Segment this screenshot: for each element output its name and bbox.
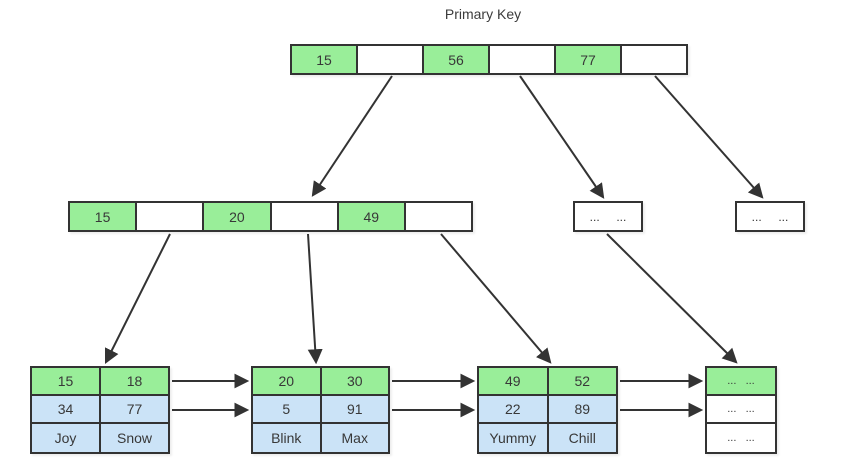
table-row: Joy Snow (32, 424, 168, 453)
arrow-root-to-ellipsis-left[interactable] (519, 75, 605, 199)
internal-key-cell[interactable]: 49 (338, 203, 406, 230)
table-row: 22 89 (479, 396, 616, 425)
root-pointer-cell[interactable] (622, 46, 686, 73)
leaf-key-cell[interactable]: 18 (101, 368, 168, 395)
root-key-cell[interactable]: 56 (424, 46, 490, 73)
root-pointer-cell[interactable] (358, 46, 424, 73)
root-key-cell[interactable]: 77 (556, 46, 622, 73)
arrow-internal-to-leaf1[interactable] (104, 233, 171, 365)
ellipsis-node-left[interactable]: ... ... (573, 201, 643, 232)
table-row: ... ... (707, 396, 775, 425)
table-row: 49 52 (479, 368, 616, 397)
leaf-key-cell[interactable]: 52 (548, 368, 616, 395)
table-row: 15 18 (32, 368, 168, 397)
table-row: ... ... (707, 424, 775, 453)
table-row: 34 77 (32, 396, 168, 425)
table-row: Blink Max (253, 424, 388, 453)
arrow-internal-to-leaf3[interactable] (440, 233, 552, 364)
diagram-title[interactable]: Primary Key (444, 6, 522, 22)
leaf-ellipsis-cell[interactable]: ... ... (707, 424, 775, 453)
leaf-data-cell[interactable]: 77 (101, 396, 168, 423)
internal-pointer-cell[interactable] (271, 203, 339, 230)
leaf-data-cell[interactable]: Snow (101, 424, 168, 453)
leaf-data-cell[interactable]: 89 (548, 396, 616, 423)
arrow-ellipsis-to-leaf4[interactable] (606, 233, 738, 364)
leaf-data-cell[interactable]: 5 (253, 396, 322, 423)
leaf-data-cell[interactable]: Yummy (479, 424, 549, 453)
leaf-node-4[interactable]: ... ... ... ... ... ... (705, 366, 777, 454)
ellipsis-node-right[interactable]: ... ... (735, 201, 805, 232)
internal-node[interactable]: 15 20 49 (68, 201, 473, 232)
internal-pointer-cell[interactable] (405, 203, 472, 230)
arrow-root-to-internal[interactable] (311, 75, 393, 197)
leaf-data-cell[interactable]: Max (321, 424, 388, 453)
leaf-node-3[interactable]: 49 52 22 89 Yummy Chill (477, 366, 618, 454)
internal-key-cell-selected[interactable]: 20 (204, 203, 272, 230)
leaf-data-cell[interactable]: 22 (479, 396, 549, 423)
root-pointer-cell[interactable] (490, 46, 556, 73)
leaf-data-cell[interactable]: Blink (253, 424, 322, 453)
leaf-key-cell[interactable]: 30 (321, 368, 388, 395)
leaf-data-cell[interactable]: 91 (321, 396, 388, 423)
root-node[interactable]: 15 56 77 (290, 44, 688, 75)
leaf-key-cell[interactable]: 20 (253, 368, 322, 395)
table-row: 5 91 (253, 396, 388, 425)
internal-key-cell[interactable]: 15 (70, 203, 138, 230)
leaf-node-2[interactable]: 20 30 5 91 Blink Max (251, 366, 390, 454)
table-row: ... ... (707, 368, 775, 397)
leaf-node-1[interactable]: 15 18 34 77 Joy Snow (30, 366, 170, 454)
root-key-cell[interactable]: 15 (292, 46, 358, 73)
leaf-key-cell[interactable]: 49 (479, 368, 549, 395)
leaf-data-cell[interactable]: Chill (548, 424, 616, 453)
table-row: 20 30 (253, 368, 388, 397)
leaf-key-cell[interactable]: 15 (32, 368, 101, 395)
table-row: Yummy Chill (479, 424, 616, 453)
arrow-internal-to-leaf2[interactable] (307, 233, 323, 365)
leaf-data-cell[interactable]: Joy (32, 424, 101, 453)
internal-pointer-cell[interactable] (137, 203, 205, 230)
leaf-ellipsis-cell[interactable]: ... ... (707, 396, 775, 423)
leaf-data-cell[interactable]: 34 (32, 396, 101, 423)
leaf-ellipsis-cell[interactable]: ... ... (707, 368, 775, 395)
arrow-root-to-ellipsis-right[interactable] (654, 75, 764, 199)
